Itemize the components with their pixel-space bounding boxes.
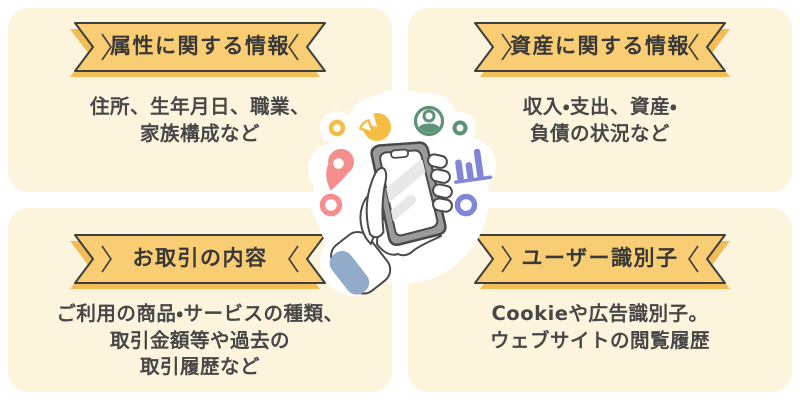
sleeve <box>329 231 392 295</box>
card-title: お取引の内容 <box>132 246 268 270</box>
hand-fingers <box>427 153 453 213</box>
description-line: 取引履歴など <box>139 355 260 378</box>
description-line: ご利用の商品・サービスの種類、 <box>56 302 344 325</box>
ribbon-fold-left <box>101 33 112 61</box>
donut-pink-icon <box>319 193 343 217</box>
card-description: Cookieや広告識別子。 ウェブサイトの閲覧履歴 <box>408 301 792 354</box>
card-title: 資産に関する情報 <box>510 34 690 58</box>
donut-green-icon <box>452 120 468 136</box>
description-line: 家族構成など <box>139 121 260 145</box>
ribbon-fold-right <box>688 245 699 273</box>
ribbon-fold-left <box>501 245 512 273</box>
card-title: 属性に関する情報 <box>110 34 290 58</box>
card-attribute-info: 属性に関する情報 住所、生年月日、職業、 家族構成など <box>8 8 392 192</box>
ribbon-fold-right <box>288 33 299 61</box>
bar-chart-icon <box>454 148 493 184</box>
donut-purple-icon <box>454 193 478 217</box>
card-description: 住所、生年月日、職業、 家族構成など <box>8 94 392 147</box>
location-pin-icon <box>326 148 355 191</box>
ribbon-attribute-info: 属性に関する情報 <box>70 21 327 77</box>
description-line: 取引金額等や過去の <box>109 328 290 352</box>
ribbon-body <box>74 22 326 72</box>
ribbon-body <box>474 22 726 72</box>
card-user-identifier: ユーザー識別子 Cookieや広告識別子。 ウェブサイトの閲覧履歴 <box>408 208 792 392</box>
description-line: 収入・支出、資産・ <box>522 95 678 118</box>
ribbon-fold-left <box>101 245 112 273</box>
user-icon <box>413 105 445 137</box>
ribbon-fold-left <box>501 33 512 61</box>
description-line: Cookieや広告識別子。 <box>491 302 709 325</box>
ribbon-fold-right <box>688 33 699 61</box>
ribbon-asset-info: 資産に関する情報 <box>473 21 730 77</box>
description-line: 負債の状況など <box>529 121 670 145</box>
description-line: ウェブサイトの閲覧履歴 <box>489 328 710 352</box>
ribbon-body <box>474 234 726 284</box>
ribbon-banner-shape <box>70 22 326 77</box>
hand-holding-phone-illustration <box>308 90 496 296</box>
card-description: ご利用の商品・サービスの種類、 取引金額等や過去の 取引履歴など <box>8 301 392 381</box>
description-line: 住所、生年月日、職業、 <box>89 95 310 118</box>
card-title: ユーザー識別子 <box>521 246 679 270</box>
sleeve-cuff <box>329 250 370 295</box>
ribbon-fold-right <box>288 245 299 273</box>
pie-chart-icon <box>359 113 392 142</box>
card-description: 収入・支出、資産・ 負債の状況など <box>408 94 792 147</box>
ribbon-banner-shape <box>474 234 730 289</box>
donut-yellow-icon <box>328 119 346 137</box>
ribbon-user-identifier: ユーザー識別子 <box>473 233 730 289</box>
ribbon-banner-shape <box>474 22 730 77</box>
phone-notch <box>390 148 409 159</box>
hand-thumb <box>365 167 388 239</box>
